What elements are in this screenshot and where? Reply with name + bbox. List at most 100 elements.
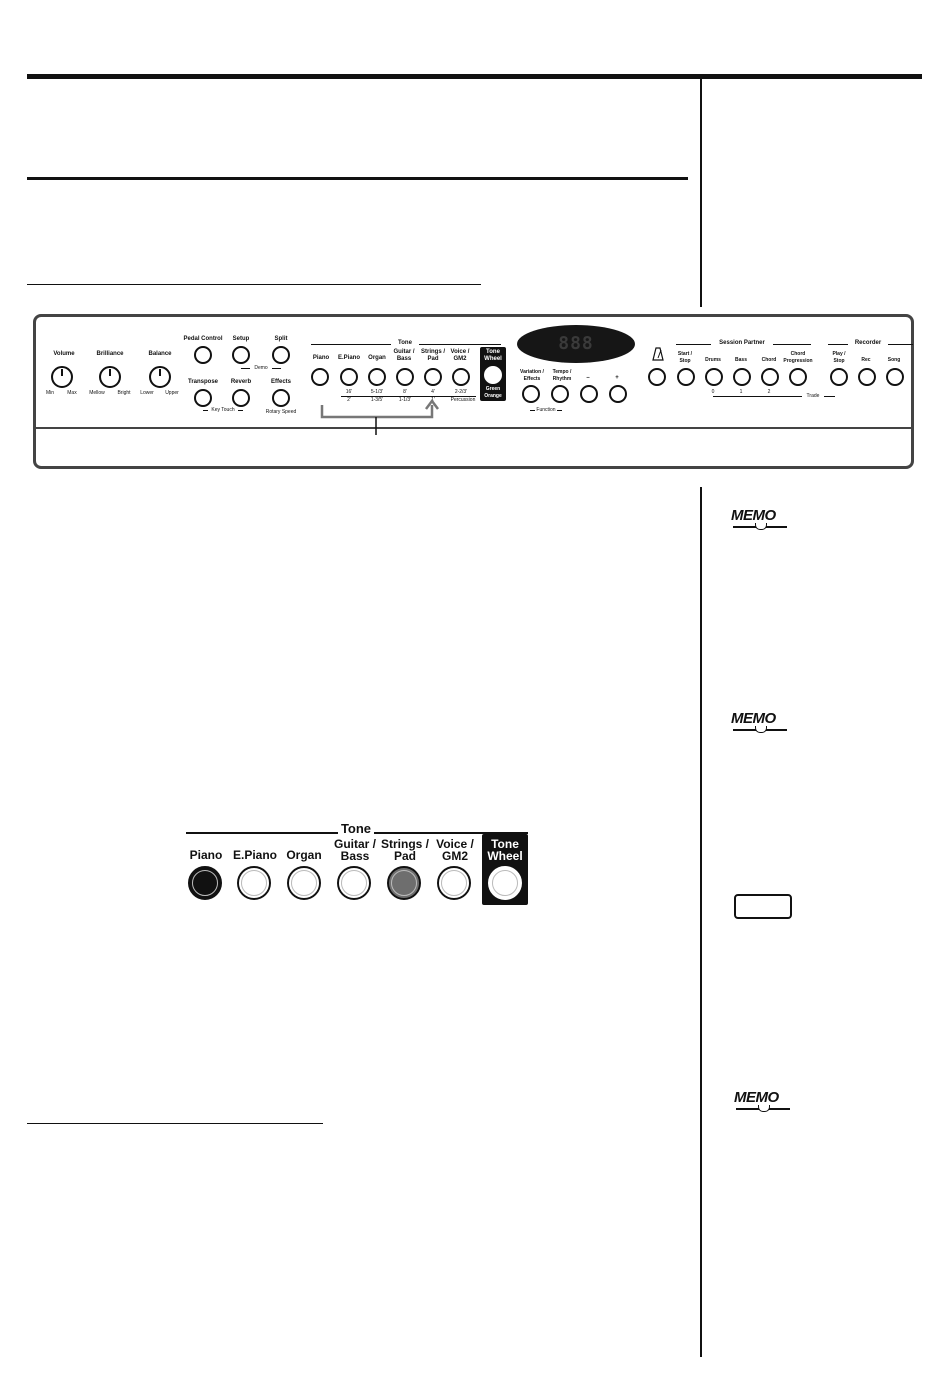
- effects-button[interactable]: [272, 389, 290, 407]
- memo-icon-2-text: MEMO: [731, 710, 776, 727]
- trade-number-2: 2: [767, 389, 771, 395]
- footage-2: 2': [347, 397, 351, 403]
- balance-max: Upper: [165, 390, 179, 396]
- start-stop-label: Start / Stop: [677, 351, 693, 364]
- tone-bracket-arrow: [320, 399, 439, 435]
- panel-organ-button[interactable]: [368, 368, 386, 386]
- chord-progression-label: Chord Progression: [783, 351, 813, 364]
- pedal-control-button[interactable]: [194, 346, 212, 364]
- volume-knob[interactable]: [51, 366, 73, 388]
- chord-button[interactable]: [761, 368, 779, 386]
- label-setup: Setup: [232, 336, 250, 342]
- section-rule: [27, 177, 688, 180]
- transpose-button[interactable]: [194, 389, 212, 407]
- plus-label: +: [615, 375, 619, 381]
- chord-label: Chord: [761, 357, 777, 363]
- panel-strings-pad-button[interactable]: [424, 368, 442, 386]
- metronome-button[interactable]: [648, 368, 666, 386]
- tone-label-epiano: E.Piano: [337, 355, 360, 361]
- rec-label: Rec: [861, 357, 871, 363]
- rec-button[interactable]: [858, 368, 876, 386]
- footage-2-2-3: 2-2/3': [454, 389, 468, 395]
- tone-label-guitar-bass: Guitar / Bass: [393, 349, 415, 362]
- plus-button[interactable]: [609, 385, 627, 403]
- tempo-rhythm-button[interactable]: [551, 385, 569, 403]
- footage-16: 16': [345, 389, 353, 395]
- panel-voice-gm2-button[interactable]: [452, 368, 470, 386]
- voice-gm2-button[interactable]: [437, 866, 471, 900]
- drums-label: Drums: [705, 357, 721, 363]
- green-label: Green: [485, 386, 501, 392]
- tone-label-piano: Piano: [312, 355, 330, 361]
- led-display: 888: [517, 325, 635, 363]
- tone-detail-label-tone-wheel: Tone Wheel: [487, 837, 523, 863]
- subsection-rule-2: [27, 1123, 323, 1124]
- tone-label-voice-gm2: Voice / GM2: [450, 349, 470, 362]
- label-pedal-control: Pedal Control: [183, 336, 223, 342]
- balance-min: Lower: [140, 390, 154, 396]
- memo-icon-3-book: [758, 1105, 770, 1112]
- tone-wheel-panel-label: Tone Wheel: [484, 349, 502, 362]
- bass-button[interactable]: [733, 368, 751, 386]
- tone-label-strings-pad: Strings / Pad: [420, 349, 445, 362]
- guitar-bass-button[interactable]: [337, 866, 371, 900]
- knob-label-volume: Volume: [53, 351, 75, 357]
- organ-button[interactable]: [287, 866, 321, 900]
- song-button[interactable]: [886, 368, 904, 386]
- metronome-icon: [652, 347, 664, 361]
- session-header: Session Partner: [711, 340, 773, 347]
- memo-icon-1: MEMO: [731, 505, 791, 531]
- strings-pad-button[interactable]: [387, 866, 421, 900]
- demo-label: Demo: [250, 365, 272, 372]
- trade-number-1: 1: [739, 389, 743, 395]
- sidebar-divider-bottom: [700, 487, 702, 1357]
- minus-button[interactable]: [580, 385, 598, 403]
- panel-tone-wheel-button[interactable]: [484, 366, 502, 384]
- play-stop-button[interactable]: [830, 368, 848, 386]
- knob-label-brilliance: Brilliance: [96, 351, 124, 357]
- reverb-button[interactable]: [232, 389, 250, 407]
- split-button[interactable]: [272, 346, 290, 364]
- tone-detail-label-piano: Piano: [189, 848, 223, 862]
- label-transpose: Transpose: [187, 379, 218, 385]
- start-stop-button[interactable]: [677, 368, 695, 386]
- minus-label: –: [586, 375, 590, 381]
- footage-4: 4': [431, 389, 435, 395]
- label-reverb: Reverb: [230, 379, 252, 385]
- drums-button[interactable]: [705, 368, 723, 386]
- footage-5-1-3: 5-1/3': [370, 389, 384, 395]
- note-box: [734, 894, 792, 919]
- percussion-label: Percussion: [450, 397, 476, 403]
- panel-guitar-bass-button[interactable]: [396, 368, 414, 386]
- label-split: Split: [274, 336, 288, 342]
- footage-8: 8': [403, 389, 407, 395]
- brilliance-min: Mellow: [89, 390, 105, 396]
- panel-divider: [36, 427, 911, 429]
- label-effects: Effects: [270, 379, 291, 385]
- balance-knob[interactable]: [149, 366, 171, 388]
- led-display-digits: 888: [558, 333, 594, 354]
- memo-icon-2-book: [755, 726, 767, 733]
- chord-progression-button[interactable]: [789, 368, 807, 386]
- setup-button[interactable]: [232, 346, 250, 364]
- trade-label: Trade: [802, 393, 824, 400]
- piano-button[interactable]: [188, 866, 222, 900]
- brilliance-knob[interactable]: [99, 366, 121, 388]
- volume-max: Max: [67, 390, 77, 396]
- function-label: Function: [535, 407, 557, 414]
- tone-detail-illustration: Tone Piano E.Piano Organ Guitar / Bass S…: [186, 822, 531, 912]
- footage-1-1-3: 1-1/3': [398, 397, 412, 403]
- tone-wheel-button[interactable]: [488, 866, 522, 900]
- epiano-button[interactable]: [237, 866, 271, 900]
- tone-label-organ: Organ: [368, 355, 386, 361]
- panel-epiano-button[interactable]: [340, 368, 358, 386]
- variation-effects-button[interactable]: [522, 385, 540, 403]
- tone-detail-label-epiano: E.Piano: [232, 848, 277, 862]
- sidebar-divider-top: [700, 79, 702, 307]
- panel-piano-button[interactable]: [311, 368, 329, 386]
- footage-1: 1': [431, 397, 435, 403]
- tone-detail-label-voice-gm2: Voice / GM2: [436, 837, 474, 863]
- variation-label: Variation / Effects: [520, 369, 544, 382]
- rotary-speed-label: Rotary Speed: [265, 409, 297, 415]
- recorder-header: Recorder: [848, 340, 888, 347]
